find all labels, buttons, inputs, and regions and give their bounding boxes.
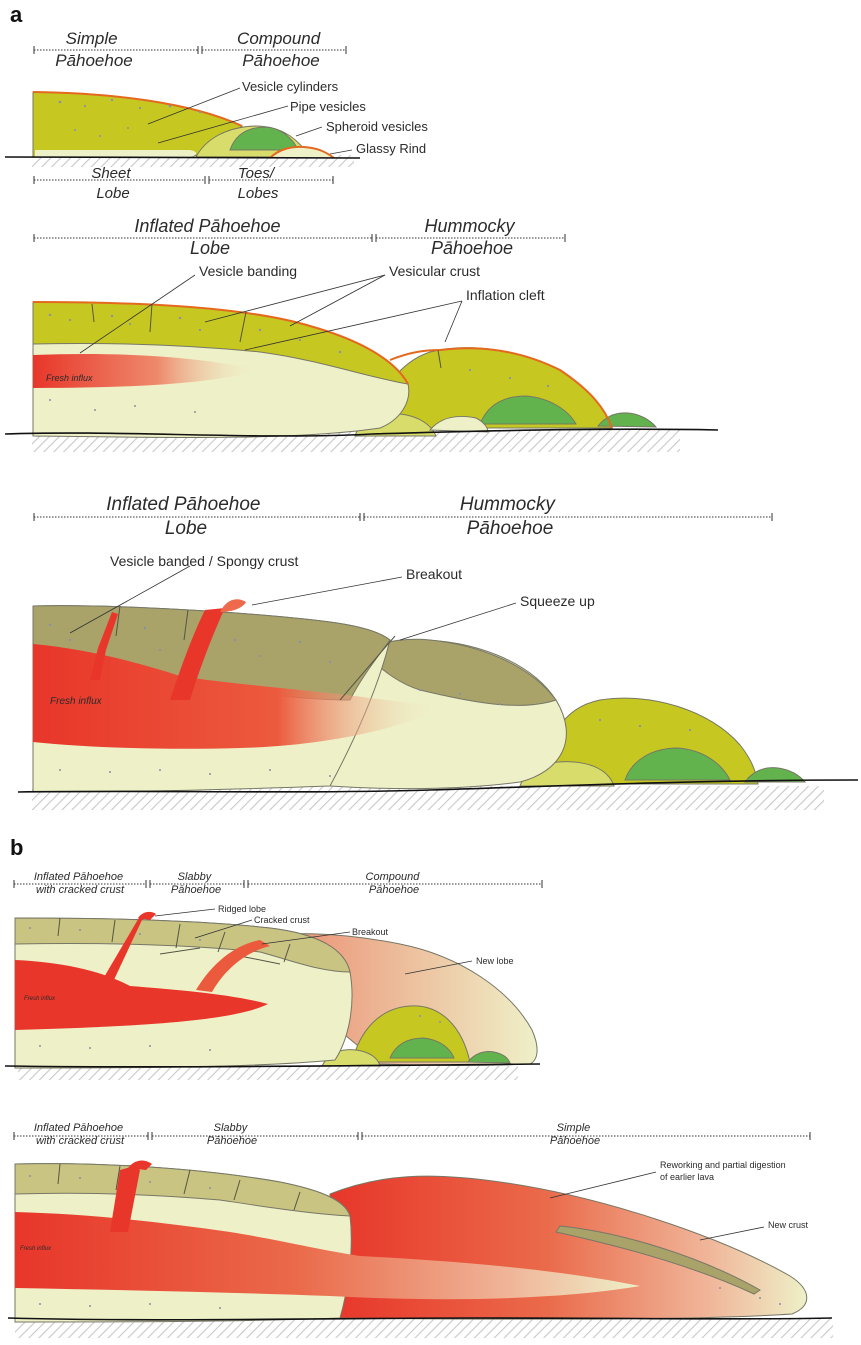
span-slabby: Slabby Pāhoehoe <box>171 871 221 896</box>
callout-reworking-line1: Reworking and partial digestion <box>660 1160 786 1170</box>
sketch-slabby-simple: Inflated Pāhoehoe with cracked crust Sla… <box>8 1122 833 1338</box>
span-inflated-cracked: Inflated Pāhoehoe with cracked crust <box>34 871 126 896</box>
span-inflated-line2: with cracked crust <box>36 884 125 896</box>
span-toes-line1: Toes/ <box>238 165 276 182</box>
span-slabby-line1: Slabby <box>178 871 213 883</box>
span-simple-pahoehoe: Simple Pāhoehoe <box>55 29 133 70</box>
breakout-tip <box>220 599 246 612</box>
span-simple-line2: Pāhoehoe <box>550 1135 600 1147</box>
callout-vesicle-banding: Vesicle banding <box>199 263 297 279</box>
span-compound: Compound Pāhoehoe <box>366 871 423 896</box>
span-hummocky-line2: Pāhoehoe <box>467 518 554 539</box>
span-slabby-line1: Slabby <box>214 1122 249 1134</box>
span-simple-line1: Simple <box>557 1122 591 1134</box>
callout-breakout: Breakout <box>352 927 389 937</box>
label-fresh-influx: Fresh influx <box>24 996 56 1002</box>
callout-pipe-vesicles: Pipe vesicles <box>290 99 366 114</box>
span-hummocky-line1: Hummocky <box>424 216 515 236</box>
callout-new-lobe: New lobe <box>476 956 514 966</box>
callout-glassy-rind: Glassy Rind <box>356 141 426 156</box>
span-inflated-line2: with cracked crust <box>36 1135 125 1147</box>
ground-line <box>5 157 360 158</box>
label-fresh-influx: Fresh influx <box>50 696 103 707</box>
span-inflated-lobe: Inflated Pāhoehoe Lobe <box>134 216 285 258</box>
span-inflated-line1: Inflated Pāhoehoe <box>134 216 280 236</box>
span-compound-line1: Compound <box>237 29 321 48</box>
label-fresh-influx: Fresh influx <box>20 1246 52 1252</box>
sketch-slabby-compound: Inflated Pāhoehoe with cracked crust Sla… <box>5 871 542 1080</box>
span-simple-line2: Pāhoehoe <box>55 51 133 70</box>
span-hummocky-line1: Hummocky <box>460 494 557 515</box>
span-simple-line1: Simple <box>66 29 118 48</box>
span-compound-pahoehoe: Compound Pāhoehoe <box>237 29 325 70</box>
callout-vesicle-banded-spongy: Vesicle banded / Spongy crust <box>110 553 298 569</box>
panel-label-b: b <box>10 835 23 860</box>
span-hummocky: Hummocky Pāhoehoe <box>460 494 560 539</box>
span-slabby-line2: Pāhoehoe <box>207 1135 257 1147</box>
span-toes-line2: Lobes <box>238 185 279 202</box>
span-inflated-line2: Lobe <box>190 238 230 258</box>
span-sheet-line1: Sheet <box>91 165 131 182</box>
span-inflated-line1: Inflated Pāhoehoe <box>34 1122 123 1134</box>
span-inflated-line1: Inflated Pāhoehoe <box>106 494 260 515</box>
sketch-inflated-hummocky-1: Inflated Pāhoehoe Lobe Hummocky Pāhoehoe… <box>5 216 718 452</box>
callout-breakout: Breakout <box>406 566 462 582</box>
span-inflated-line1: Inflated Pāhoehoe <box>34 871 123 883</box>
span-toes-lobes: Toes/ Lobes <box>238 165 279 202</box>
panel-label-a: a <box>10 2 23 27</box>
callout-inflation-cleft: Inflation cleft <box>466 287 545 303</box>
span-slabby: Slabby Pāhoehoe <box>207 1122 257 1147</box>
callout-vesicular-crust: Vesicular crust <box>389 263 480 279</box>
span-sheet-lobe: Sheet Lobe <box>91 165 134 202</box>
callout-spheroid-vesicles: Spheroid vesicles <box>326 119 428 134</box>
span-compound-line1: Compound <box>366 871 421 883</box>
span-hummocky-line2: Pāhoehoe <box>431 238 513 258</box>
callout-cracked-crust: Cracked crust <box>254 915 310 925</box>
span-dimensions <box>14 1132 810 1140</box>
callout-ridged-lobe: Ridged lobe <box>218 904 266 914</box>
span-compound-line2: Pāhoehoe <box>242 51 320 70</box>
sheet-lobe-core <box>35 150 196 157</box>
span-compound-line2: Pāhoehoe <box>369 884 419 896</box>
sketch-simple-compound: Simple Pāhoehoe Compound Pāhoehoe Sheet … <box>5 29 428 202</box>
span-simple: Simple Pāhoehoe <box>550 1122 600 1147</box>
callout-vesicle-cylinders: Vesicle cylinders <box>242 79 339 94</box>
span-inflated-cracked: Inflated Pāhoehoe with cracked crust <box>34 1122 126 1147</box>
span-inflated-lobe: Inflated Pāhoehoe Lobe <box>106 494 266 539</box>
span-slabby-line2: Pāhoehoe <box>171 884 221 896</box>
span-sheet-line2: Lobe <box>96 185 129 202</box>
callout-reworking: Reworking and partial digestion of earli… <box>660 1160 788 1182</box>
span-inflated-line2: Lobe <box>165 518 207 539</box>
callout-squeeze-up: Squeeze up <box>520 593 595 609</box>
label-fresh-influx: Fresh influx <box>46 373 93 383</box>
span-hummocky: Hummocky Pāhoehoe <box>424 216 519 258</box>
callout-new-crust: New crust <box>768 1220 809 1230</box>
sketch-inflated-hummocky-2: Inflated Pāhoehoe Lobe Hummocky Pāhoehoe… <box>18 494 858 810</box>
span-dimensions-bottom <box>34 176 333 184</box>
callout-reworking-line2: of earlier lava <box>660 1172 714 1182</box>
